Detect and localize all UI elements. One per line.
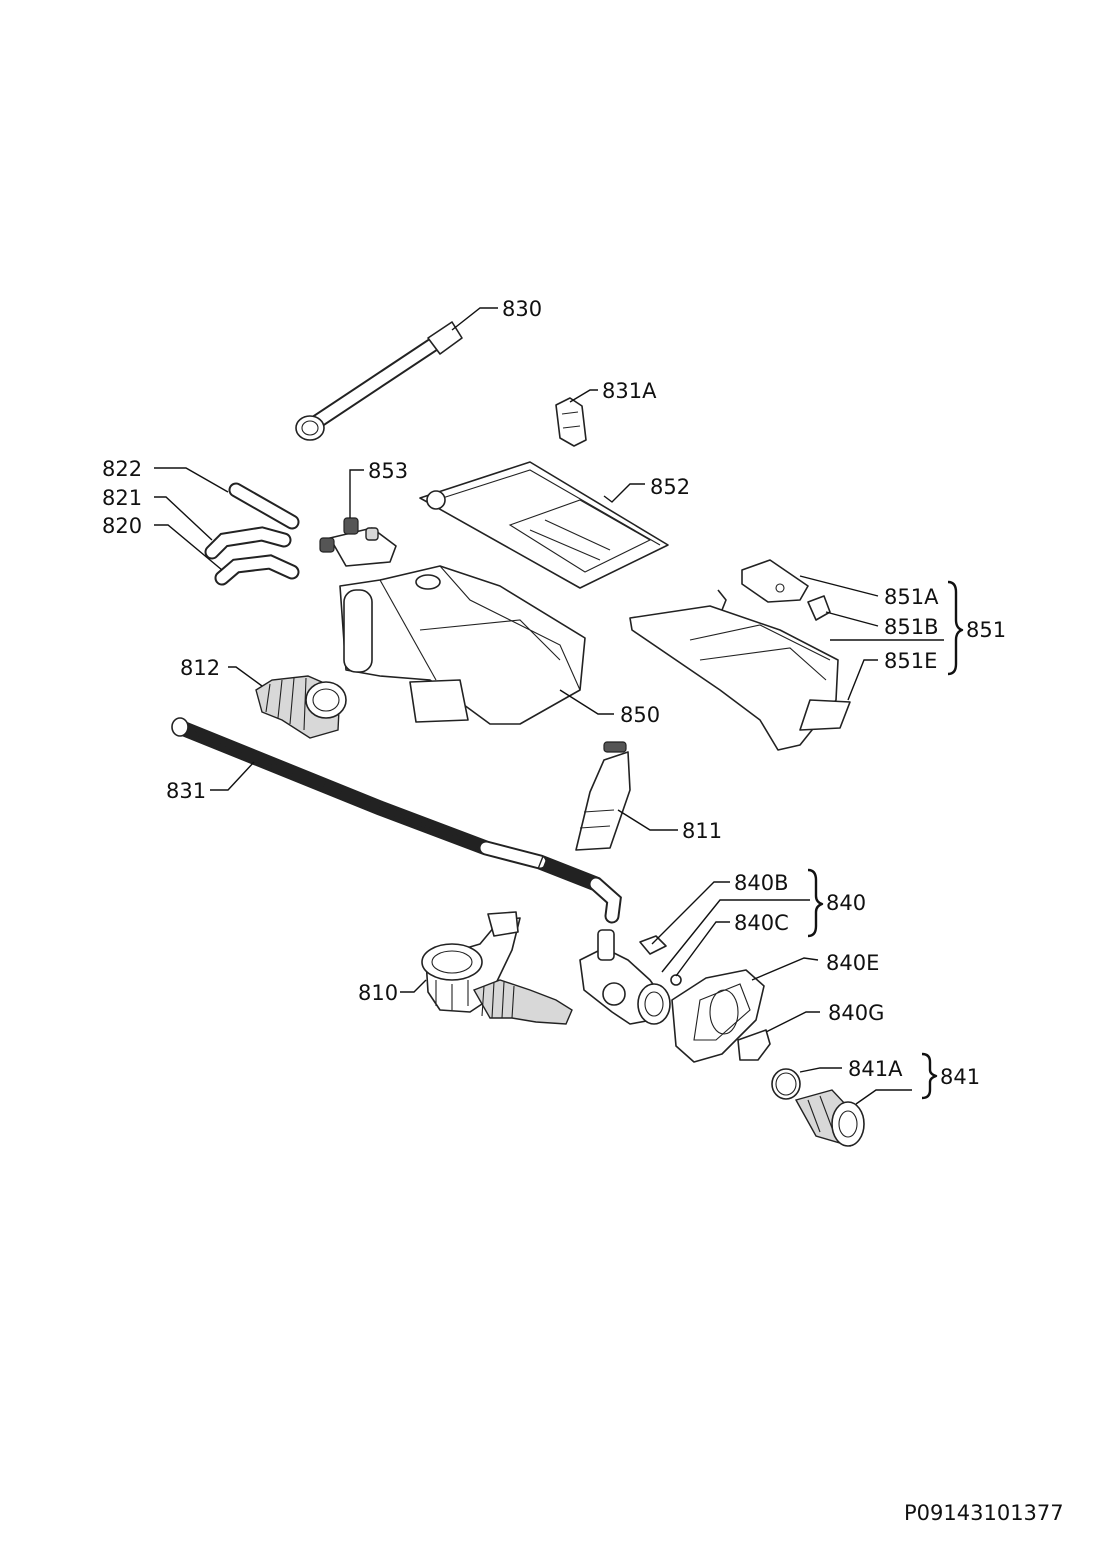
part-811-tube [575, 741, 631, 851]
part-830-supply-hose [295, 321, 463, 441]
part-852-dispenser-lid [419, 461, 669, 589]
label-820: 820 [102, 514, 142, 538]
part-810-sump [421, 911, 573, 1025]
label-822: 822 [102, 457, 142, 481]
label-840G: 840G [828, 1001, 884, 1025]
part-840E-pump-cover [671, 969, 765, 1063]
label-850: 850 [620, 703, 660, 727]
part-851-detergent-drawer [629, 589, 851, 751]
part-labels: 830 831A 822 821 820 853 852 851A 851B 8… [102, 297, 1064, 1525]
part-840C-screw [670, 974, 682, 986]
brace-840 [807, 868, 824, 938]
part-820-hose [214, 554, 300, 586]
part-831A-bracket [555, 397, 587, 447]
label-812: 812 [180, 656, 220, 680]
label-852: 852 [650, 475, 690, 499]
part-831-drain-hose [171, 717, 622, 924]
label-811: 811 [682, 819, 722, 843]
label-851E: 851E [884, 649, 937, 673]
label-831A: 831A [602, 379, 657, 403]
part-851B-siphon-cap [807, 595, 831, 621]
label-840E: 840E [826, 951, 879, 975]
part-840-pump [579, 929, 671, 1025]
label-840C: 840C [734, 911, 789, 935]
diagram-code: P09143101377 [904, 1501, 1064, 1525]
part-821-hose [204, 526, 292, 560]
label-851B: 851B [884, 615, 939, 639]
part-840B-clip [639, 935, 667, 955]
label-851: 851 [966, 618, 1006, 642]
brace-851 [947, 580, 964, 676]
label-840: 840 [826, 891, 866, 915]
part-822-hose [228, 482, 300, 530]
part-841-filter [794, 1089, 865, 1147]
label-853: 853 [368, 459, 408, 483]
label-841A: 841A [848, 1057, 903, 1081]
part-851A-drawer-cover [741, 559, 809, 603]
label-821: 821 [102, 486, 142, 510]
label-830: 830 [502, 297, 542, 321]
label-851A: 851A [884, 585, 939, 609]
brace-841 [921, 1052, 938, 1100]
part-841A-seal-ring [771, 1068, 801, 1100]
part-850-dispenser-housing [339, 565, 586, 725]
label-810: 810 [358, 981, 398, 1005]
leader-lines [154, 307, 944, 1105]
part-840G-lid [737, 1029, 771, 1061]
group-braces [807, 580, 964, 1100]
label-841: 841 [940, 1065, 980, 1089]
label-840B: 840B [734, 871, 789, 895]
part-853-valve [319, 517, 397, 567]
part-812-bellows [255, 675, 347, 739]
label-831: 831 [166, 779, 206, 803]
